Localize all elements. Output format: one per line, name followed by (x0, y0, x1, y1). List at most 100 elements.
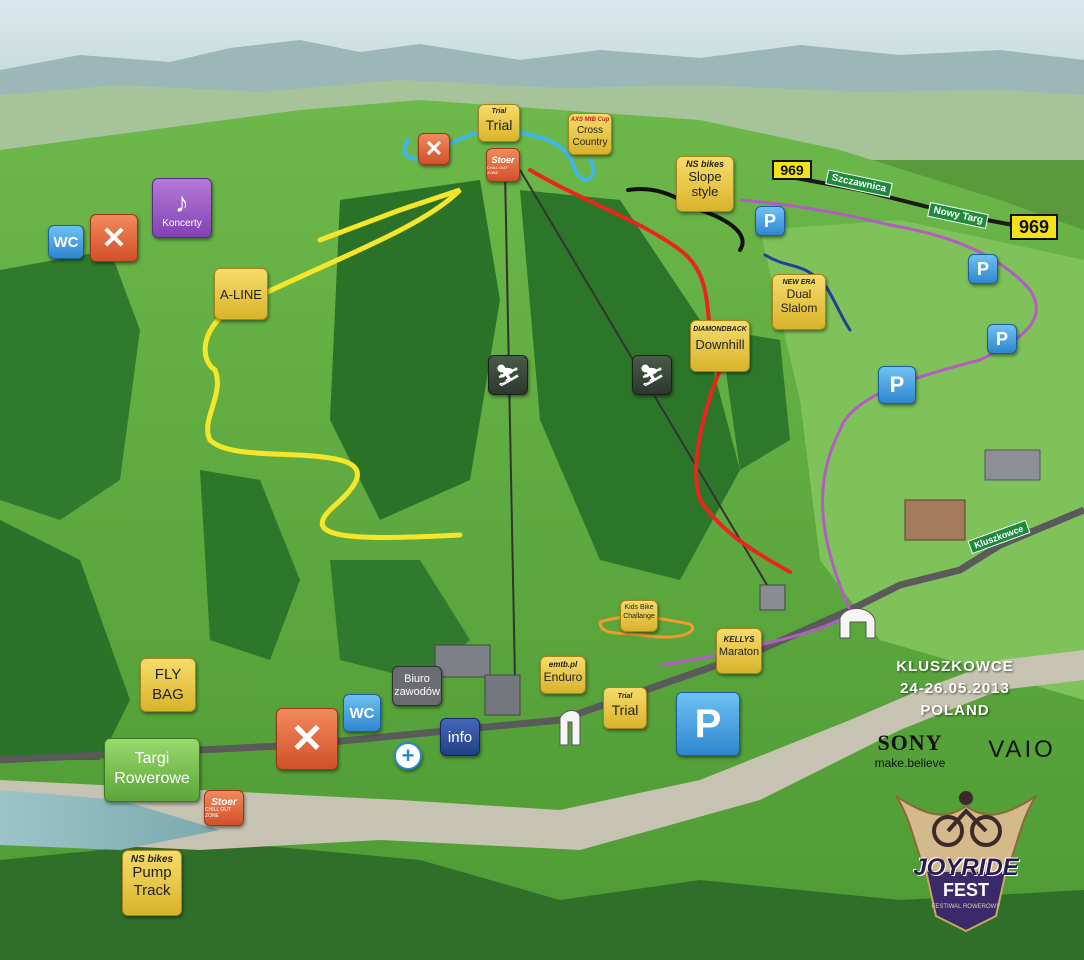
lift-station-building (434, 644, 491, 678)
fork-knife-icon: ✕ (290, 717, 324, 761)
trial-bottom-label[interactable]: Trial Trial (603, 687, 647, 729)
parking-icon[interactable]: P (987, 324, 1017, 354)
koncerty-label: Koncerty (162, 217, 202, 229)
kids-text: Kids Bike Challange (623, 604, 655, 620)
sony-logo: SONY make.believe (860, 730, 960, 770)
chairlift-line-1 (504, 169, 516, 681)
wc-icon[interactable]: WC (343, 694, 381, 732)
event-dates: 24-26.05.2013 (900, 680, 1010, 697)
chill-zone-icon[interactable]: Stoer CHILL OUT ZONE (204, 790, 244, 826)
forest-center (330, 180, 500, 520)
a-line-label[interactable]: A-LINE (214, 268, 268, 320)
wc-label: WC (349, 704, 375, 722)
dual-slalom-text: Dual Slalom (780, 287, 818, 315)
parking-icon[interactable]: P (676, 692, 740, 756)
trial-bottom-text: Trial (611, 702, 639, 718)
targi-rowerowe-label[interactable]: Targi Rowerowe (104, 738, 200, 802)
route-969-text: 969 (1018, 217, 1050, 237)
fly-bag-label[interactable]: FLY BAG (140, 658, 196, 712)
parking-icon[interactable]: P (755, 206, 785, 236)
a-line-trail[interactable] (202, 187, 463, 540)
cross-country-brand: AXS MtB Cup (570, 117, 610, 123)
cross-country-text: Cross Country (572, 125, 608, 148)
chill-brand: Stoer (211, 796, 237, 808)
parking-icon[interactable]: P (968, 254, 998, 284)
enduro-text: Enduro (543, 670, 583, 684)
regional-road (779, 173, 1041, 232)
forest-left (0, 250, 140, 520)
cross-country-label[interactable]: AXS MtB Cup Cross Country (568, 113, 612, 155)
event-place: KLUSZKOWCE (896, 658, 1014, 675)
vaio-text: VAIO (988, 736, 1056, 763)
wc-icon[interactable]: WC (48, 225, 84, 259)
maraton-trail[interactable] (659, 613, 851, 667)
biuro-text: Biuro zawodów (394, 673, 440, 698)
parking-label: P (763, 210, 776, 231)
sony-tagline: make.believe (874, 756, 946, 770)
enduro-label[interactable]: emtb.pl Enduro (540, 656, 586, 694)
route-969-text: 969 (780, 162, 804, 178)
pump-track-label[interactable]: NS bikes Pump Track (122, 850, 182, 916)
sony-text: SONY (877, 730, 943, 755)
fest-text: FEST (942, 880, 989, 900)
chill-zone-label: CHILL OUT ZONE (487, 164, 508, 175)
parking-icon[interactable]: P (878, 366, 916, 404)
fork-knife-icon: ✕ (424, 136, 444, 161)
river (0, 790, 220, 850)
downhill-label[interactable]: DIAMONDBACK Downhill (690, 320, 750, 372)
event-country: POLAND (920, 702, 990, 719)
slope-style-label[interactable]: NS bikes Slope style (676, 156, 734, 212)
base-area-road (0, 650, 1084, 850)
event-info: KLUSZKOWCE 24-26.05.2013 POLAND (880, 656, 1030, 722)
fork-knife-icon: ✕ (101, 221, 127, 255)
pump-track-text: Pump Track (132, 864, 172, 899)
vaio-logo: VAIO (972, 736, 1072, 764)
chill-brand: Stoer (491, 154, 515, 165)
route-969-sign: 969 (1010, 214, 1058, 240)
downhill-brand: DIAMONDBACK (693, 326, 747, 333)
trial-bottom-brand: Trial (617, 693, 633, 700)
parking-label: P (694, 701, 722, 746)
chill-zone-label: CHILL OUT ZONE (205, 806, 231, 819)
biuro-label[interactable]: Biuro zawodów (392, 666, 442, 706)
parking-label: P (976, 258, 989, 279)
forest-center-right (520, 190, 740, 580)
festiwal-text: FESTIWAL ROWEROWY (931, 904, 1001, 910)
trial-brand: Trial (491, 108, 507, 115)
chairlift-icon: ⛷ (488, 355, 528, 395)
trial-top-label[interactable]: Trial Trial (478, 104, 520, 142)
info-icon[interactable]: info (440, 718, 480, 756)
parking-label: P (995, 328, 1008, 349)
wc-label: WC (53, 233, 79, 251)
maraton-label[interactable]: KELLYS Maraton (716, 628, 762, 674)
lift-base-station (484, 674, 521, 716)
village-buildings (904, 499, 966, 541)
fly-bag-text: FLY BAG (152, 666, 184, 703)
first-aid-icon[interactable]: + (394, 742, 422, 770)
kids-challenge-label[interactable]: Kids Bike Challange (620, 600, 658, 632)
parking-label: P (889, 372, 905, 397)
joyride-emblem (895, 791, 1037, 933)
koncerty-icon[interactable]: ♪ Koncerty (152, 178, 212, 238)
restaurant-icon[interactable]: ✕ (90, 214, 138, 262)
slope-brand: NS bikes (685, 159, 725, 169)
route-969-sign: 969 (772, 160, 812, 180)
finish-gate-arch (839, 608, 876, 639)
road-route[interactable] (739, 198, 1038, 611)
forest-bottom-left (0, 520, 130, 760)
downhill-text: Downhill (695, 337, 745, 352)
music-note-icon: ♪ (175, 186, 189, 218)
forest-lower-left (200, 470, 300, 660)
a-line-text: A-LINE (220, 287, 262, 302)
dual-slalom-label[interactable]: NEW ERA Dual Slalom (772, 274, 826, 330)
maraton-brand: KELLYS (723, 635, 755, 644)
restaurant-icon[interactable]: ✕ (418, 133, 450, 165)
chill-zone-icon-top[interactable]: Stoer CHILL OUT ZONE (486, 148, 520, 182)
joyride-text: JOYRIDE (913, 854, 1019, 881)
forest-foreground (0, 840, 1084, 960)
restaurant-icon[interactable]: ✕ (276, 708, 338, 770)
start-gate-arch (559, 710, 581, 746)
chairlift-icon: ⛷ (632, 355, 672, 395)
enduro-brand: emtb.pl (548, 660, 578, 669)
